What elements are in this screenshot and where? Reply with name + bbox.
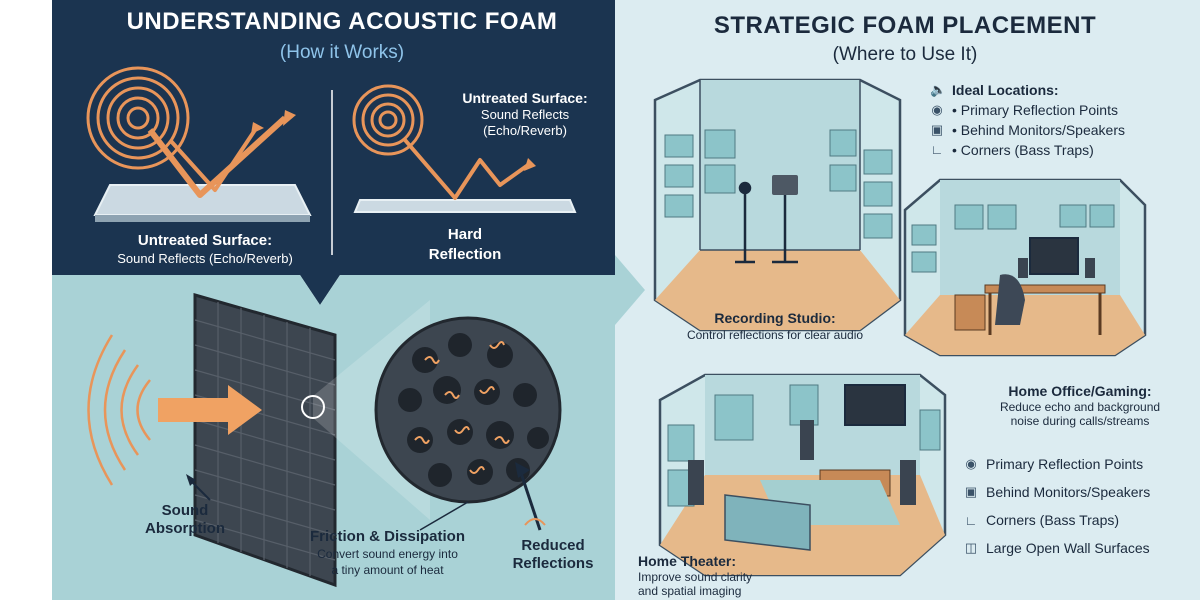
panel2-bottom-line1: Hard [447, 226, 483, 243]
placement-item-label: Primary Reflection Points [986, 456, 1144, 472]
panel2-label-line1: Untreated Surface: [462, 90, 588, 106]
reflection-point-icon: ◉ [965, 456, 977, 471]
right-subtitle: (Where to Use It) [832, 44, 978, 65]
absorption-arrow [158, 398, 228, 422]
reflection-arrow [147, 115, 288, 198]
office-title: Home Office/Gaming: [1008, 383, 1152, 399]
ideal-item-label: • Primary Reflection Points [952, 101, 1118, 118]
list-item: ▣ • Behind Monitors/Speakers [930, 120, 1125, 139]
sound-wave-rings [86, 66, 190, 170]
list-item: ▣ Behind Monitors/Speakers [964, 478, 1150, 506]
ideal-item-label: • Corners (Bass Traps) [952, 141, 1094, 158]
home-theater-illustration [658, 373, 947, 577]
friction-title: Friction & Dissipation [309, 528, 465, 545]
list-item: ◫ Large Open Wall Surfaces [964, 534, 1150, 562]
panel2-bottom-line2: Reflection [428, 246, 502, 263]
left-subtitle: (How it Works) [279, 42, 405, 63]
recording-studio-illustration [653, 78, 902, 332]
panel-divider-arrow [615, 255, 645, 325]
hard-plate [353, 199, 577, 213]
list-item: ∟ Corners (Bass Traps) [964, 506, 1150, 534]
ideal-heading-row: 🔈 Ideal Locations: [930, 80, 1125, 99]
monitor-icon: ▣ [964, 484, 978, 499]
reduced-line1: Reduced [521, 537, 585, 554]
right-title: STRATEGIC FOAM PLACEMENT [713, 12, 1097, 39]
office-desc-line1: Reduce echo and background [999, 400, 1161, 414]
untreated-surface-illustration [86, 66, 312, 222]
panel2-label-line3: (Echo/Reverb) [483, 123, 567, 138]
office-desc-line2: noise during calls/streams [1010, 414, 1150, 428]
studio-desc: Control reflections for clear audio [686, 328, 864, 342]
corner-icon: ∟ [964, 512, 978, 528]
placement-list: ◉ Primary Reflection Points ▣ Behind Mon… [964, 450, 1151, 562]
panel1-label-desc: Sound Reflects (Echo/Reverb) [117, 251, 293, 266]
friction-line1: Convert sound energy into [317, 547, 458, 561]
reduced-line2: Reflections [512, 555, 594, 572]
zoom-origin [301, 395, 325, 419]
theater-title: Home Theater: [638, 553, 737, 569]
list-item: ∟ • Corners (Bass Traps) [930, 140, 1125, 159]
left-title: UNDERSTANDING ACOUSTIC FOAM [126, 8, 558, 35]
placement-item-label: Behind Monitors/Speakers [986, 484, 1151, 500]
studio-title: Recording Studio: [714, 310, 836, 326]
ideal-locations: 🔈 Ideal Locations: ◉ • Primary Reflectio… [930, 80, 1125, 160]
panel1-label-title: Untreated Surface: [137, 232, 273, 249]
theater-desc-line2: and spatial imaging [638, 584, 742, 598]
tv-screen [844, 384, 906, 426]
placement-item-label: Large Open Wall Surfaces [986, 540, 1150, 556]
corner-icon: ∟ [930, 142, 944, 157]
absorption-line1: Sound [161, 502, 209, 519]
panel2-label-line2: Sound Reflects [480, 107, 570, 122]
placement-item-label: Corners (Bass Traps) [986, 512, 1120, 528]
reflection-point-icon: ◉ [931, 101, 943, 117]
theater-desc-line1: Improve sound clarity [638, 570, 753, 584]
list-item: ◉ Primary Reflection Points [964, 450, 1150, 478]
left-dark-panel [52, 0, 615, 305]
sound-wave-rings-2 [352, 84, 424, 156]
speaker-icon: 🔈 [930, 81, 947, 97]
foam-magnifier [374, 316, 562, 531]
wall-panel-icon: ◫ [964, 540, 978, 555]
friction-line2: a tiny amount of heat [331, 563, 444, 577]
ideal-item-label: • Behind Monitors/Speakers [952, 121, 1125, 138]
absorption-line2: Absorption [145, 520, 225, 537]
list-item: ◉ • Primary Reflection Points [930, 100, 1125, 119]
hard-reflection-arrow [403, 138, 530, 200]
ideal-heading: Ideal Locations: [952, 81, 1059, 98]
monitor-icon: ▣ [930, 121, 944, 137]
incoming-sound-waves [87, 334, 151, 486]
reduced-reflection-waves [524, 518, 546, 526]
sofa [724, 494, 811, 551]
hard-reflection-illustration [352, 84, 577, 213]
home-office-illustration [903, 178, 1147, 357]
